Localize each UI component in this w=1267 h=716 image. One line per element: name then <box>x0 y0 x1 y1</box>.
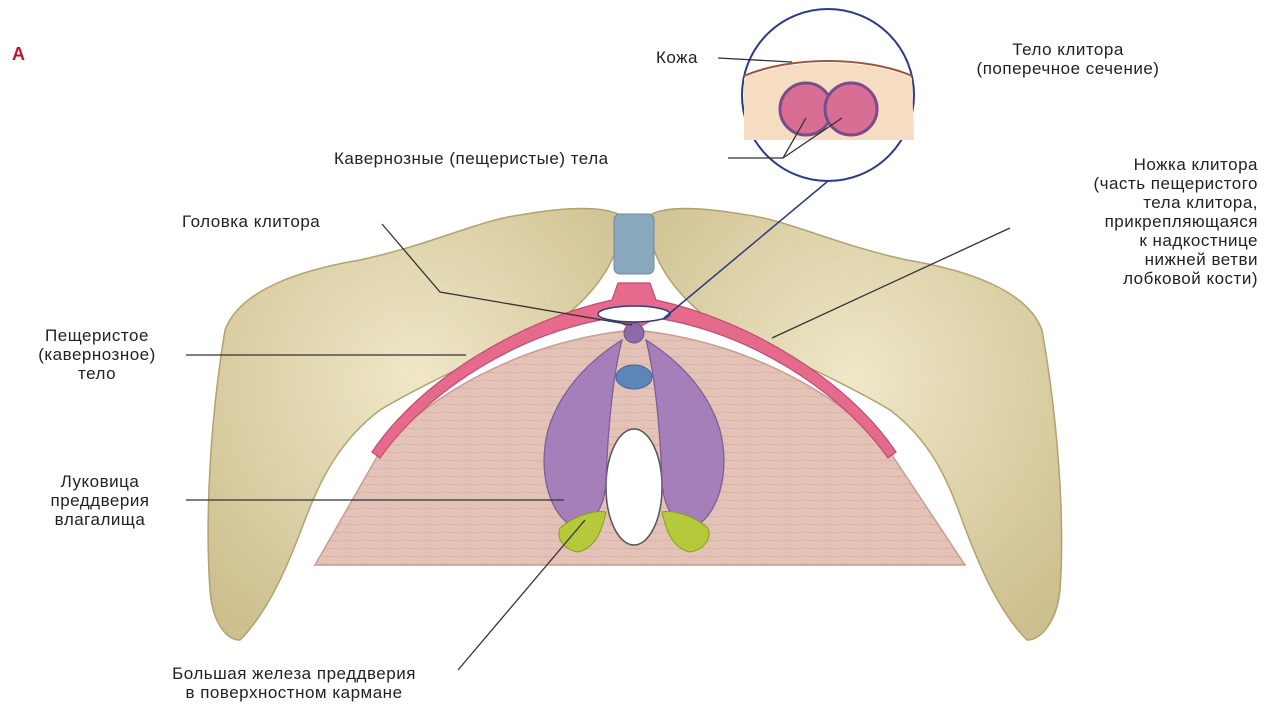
label-glans-line-1: Головка клитора <box>182 212 320 231</box>
label-crus-line-6: нижней ветви <box>1000 250 1258 269</box>
label-bulb-line-2: преддверия <box>20 491 180 510</box>
urethral-opening <box>616 365 652 389</box>
inset-cavernous-right <box>825 83 877 135</box>
label-clitoris-body: Тело клитора (поперечное сечение) <box>928 40 1208 78</box>
label-crus-line-5: к надкостнице <box>1000 231 1258 250</box>
label-skin-line-1: Кожа <box>656 48 698 67</box>
label-bulb: Луковица преддверия влагалища <box>20 472 180 529</box>
label-crus-line-7: лобковой кости) <box>1000 269 1258 288</box>
label-cavernous-bodies: Кавернозные (пещеристые) тела <box>334 149 609 168</box>
label-gland-line-2: в поверхностном кармане <box>118 683 470 702</box>
panel-letter: A <box>12 44 25 65</box>
label-gland-line-1: Большая железа преддверия <box>118 664 470 683</box>
label-gland: Большая железа преддверия в поверхностно… <box>118 664 470 702</box>
label-crus-line-3: тела клитора, <box>1000 193 1258 212</box>
label-clitoris-body-line-2: (поперечное сечение) <box>928 59 1208 78</box>
label-glans: Головка клитора <box>182 212 320 231</box>
clitoris-glans-shape <box>624 323 644 343</box>
label-bulb-line-1: Луковица <box>20 472 180 491</box>
label-cavernous-bodies-line-1: Кавернозные (пещеристые) тела <box>334 149 609 168</box>
glans-outline <box>598 306 670 322</box>
label-crus-line-1: Ножка клитора <box>1000 155 1258 174</box>
label-corpus-line-2: (кавернозное) <box>12 345 182 364</box>
label-clitoris-body-line-1: Тело клитора <box>928 40 1208 59</box>
label-crus-line-2: (часть пещеристого <box>1000 174 1258 193</box>
label-corpus-line-1: Пещеристое <box>12 326 182 345</box>
label-skin: Кожа <box>656 48 698 67</box>
pubic-symphysis <box>614 214 654 274</box>
label-crus-line-4: прикрепляющаяся <box>1000 212 1258 231</box>
label-crus: Ножка клитора (часть пещеристого тела кл… <box>1000 155 1258 288</box>
label-corpus: Пещеристое (кавернозное) тело <box>12 326 182 383</box>
vaginal-opening <box>606 429 662 545</box>
label-bulb-line-3: влагалища <box>20 510 180 529</box>
label-corpus-line-3: тело <box>12 364 182 383</box>
